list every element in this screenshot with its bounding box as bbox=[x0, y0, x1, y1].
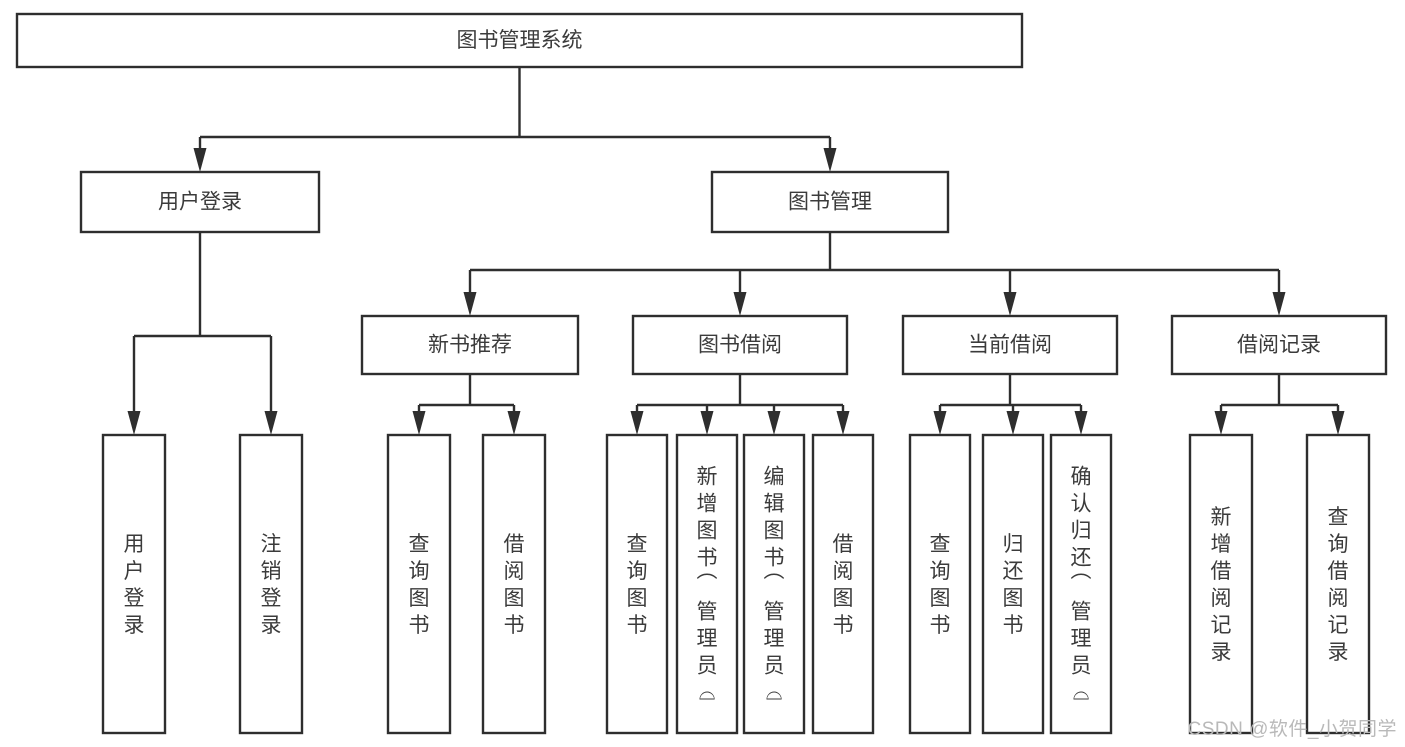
node-box bbox=[79, 170, 321, 234]
node-label: 查询借阅记录 bbox=[1328, 506, 1349, 664]
node-box bbox=[1188, 433, 1254, 735]
node-l-b2[interactable]: 借阅图书 bbox=[811, 433, 875, 735]
node-l-logout[interactable]: 注销登录 bbox=[238, 433, 304, 735]
node-box bbox=[360, 314, 580, 376]
node-n-bookmgr[interactable]: 图书管理 bbox=[710, 170, 950, 234]
node-box bbox=[386, 433, 452, 735]
node-label: 查询图书 bbox=[627, 533, 648, 637]
node-box bbox=[1049, 433, 1113, 735]
node-box bbox=[675, 433, 739, 735]
node-l-confirm[interactable]: 确认归还⌒管理员⌓ bbox=[1049, 433, 1113, 735]
node-box bbox=[811, 433, 875, 735]
node-root[interactable]: 图书管理系统 bbox=[15, 12, 1024, 69]
node-n-current[interactable]: 当前借阅 bbox=[901, 314, 1119, 376]
node-n-login[interactable]: 用户登录 bbox=[79, 170, 321, 234]
node-label: 查询图书 bbox=[409, 533, 430, 637]
node-l-userlogin[interactable]: 用户登录 bbox=[101, 433, 167, 735]
node-label: 用户登录 bbox=[124, 533, 145, 637]
node-n-record[interactable]: 借阅记录 bbox=[1170, 314, 1388, 376]
node-label: 图书管理系统 bbox=[457, 29, 583, 52]
node-box bbox=[101, 433, 167, 735]
node-box bbox=[631, 314, 849, 376]
node-box bbox=[710, 170, 950, 234]
node-l-q1[interactable]: 查询图书 bbox=[386, 433, 452, 735]
node-n-newrec[interactable]: 新书推荐 bbox=[360, 314, 580, 376]
node-box bbox=[908, 433, 972, 735]
node-box bbox=[1170, 314, 1388, 376]
node-l-addrec[interactable]: 新增借阅记录 bbox=[1188, 433, 1254, 735]
node-label: 图书管理 bbox=[788, 191, 872, 214]
node-label: 新增图书⌒管理员⌓ bbox=[697, 466, 718, 705]
node-l-q3[interactable]: 查询图书 bbox=[908, 433, 972, 735]
node-n-borrow[interactable]: 图书借阅 bbox=[631, 314, 849, 376]
node-label: 借阅图书 bbox=[833, 533, 854, 637]
node-label: 借阅记录 bbox=[1237, 334, 1321, 357]
node-box bbox=[742, 433, 806, 735]
node-box bbox=[901, 314, 1119, 376]
node-l-return[interactable]: 归还图书 bbox=[981, 433, 1045, 735]
node-l-edit[interactable]: 编辑图书⌒管理员⌓ bbox=[742, 433, 806, 735]
node-label: 查询图书 bbox=[930, 533, 951, 637]
node-label: 当前借阅 bbox=[968, 334, 1052, 357]
node-label: 编辑图书⌒管理员⌓ bbox=[764, 466, 785, 705]
node-label: 新增借阅记录 bbox=[1211, 506, 1232, 664]
node-box bbox=[481, 433, 547, 735]
node-box bbox=[981, 433, 1045, 735]
node-l-qrec[interactable]: 查询借阅记录 bbox=[1305, 433, 1371, 735]
node-label: 确认归还⌒管理员⌓ bbox=[1071, 466, 1092, 705]
node-l-b1[interactable]: 借阅图书 bbox=[481, 433, 547, 735]
node-label: 借阅图书 bbox=[504, 533, 525, 637]
node-box bbox=[15, 12, 1024, 69]
node-l-add[interactable]: 新增图书⌒管理员⌓ bbox=[675, 433, 739, 735]
node-box bbox=[605, 433, 669, 735]
node-label: 图书借阅 bbox=[698, 334, 782, 357]
node-label: 新书推荐 bbox=[428, 334, 512, 357]
node-label: 用户登录 bbox=[158, 191, 242, 214]
node-box bbox=[238, 433, 304, 735]
node-label: 归还图书 bbox=[1003, 533, 1024, 637]
node-box bbox=[1305, 433, 1371, 735]
node-l-q2[interactable]: 查询图书 bbox=[605, 433, 669, 735]
node-label: 注销登录 bbox=[261, 533, 282, 637]
